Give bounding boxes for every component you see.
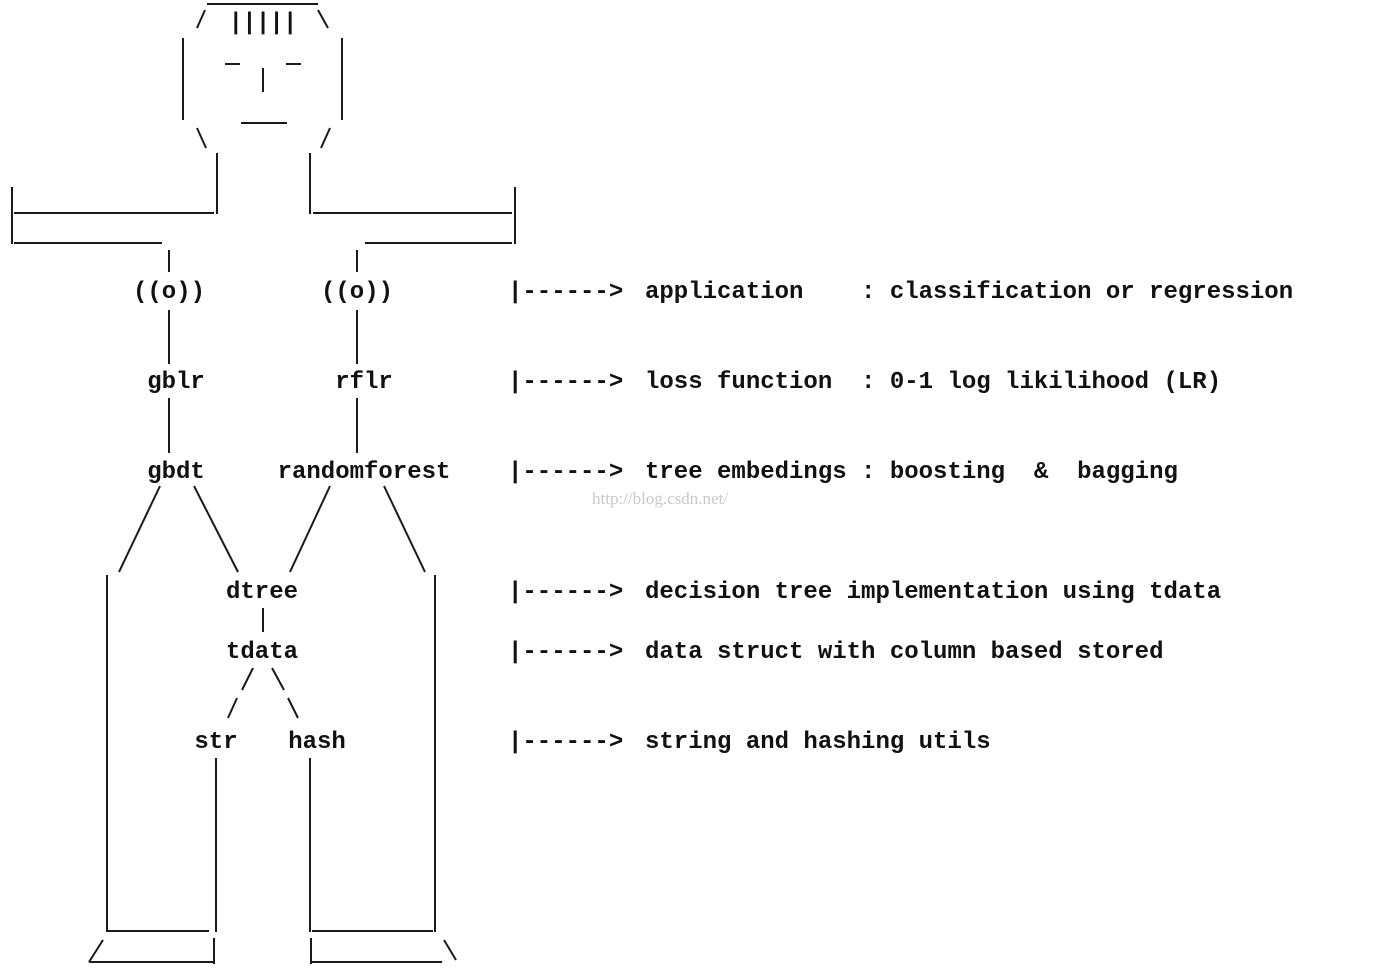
annotation-arrow: |------>	[508, 369, 623, 396]
str-node: str	[194, 729, 237, 756]
annotation-tdata: |------> data struct with column based s…	[508, 639, 1163, 666]
annotation-embedding: |------> tree embedings : boosting & bag…	[508, 459, 1178, 486]
annotation-arrow: |------>	[508, 729, 623, 756]
legs	[88, 575, 457, 964]
left-joint-node: ((o))	[133, 279, 205, 306]
tree-branches	[118, 485, 426, 573]
right-joint-node: ((o))	[321, 279, 393, 306]
annotation-text: string and hashing utils	[645, 729, 991, 756]
watermark: http://blog.csdn.net/	[592, 489, 728, 508]
annotation-text: tree embedings : boosting & bagging	[645, 459, 1178, 486]
gblr-node: gblr	[147, 369, 205, 396]
randomforest-node: randomforest	[278, 459, 451, 486]
inner-legs	[215, 758, 311, 932]
annotation-utils: |------> string and hashing utils	[508, 729, 991, 756]
hash-node: hash	[288, 729, 346, 756]
neck-and-arms	[11, 153, 516, 244]
annotation-arrow: |------>	[508, 639, 623, 666]
gbdt-node: gbdt	[147, 459, 205, 486]
head	[182, 3, 343, 149]
dtree-node: dtree	[226, 579, 298, 606]
annotation-text: loss function : 0-1 log likilihood (LR)	[645, 369, 1221, 396]
annotation-text: data struct with column based stored	[645, 639, 1163, 666]
annotation-arrow: |------>	[508, 579, 623, 606]
annotation-arrow: |------>	[508, 279, 623, 306]
tdata-branches	[227, 667, 299, 719]
annotation-arrow: |------>	[508, 459, 623, 486]
annotation-text: decision tree implementation using tdata	[645, 579, 1221, 606]
rflr-node: rflr	[335, 369, 393, 396]
annotation-text: application : classification or regressi…	[645, 279, 1293, 306]
tdata-node: tdata	[226, 639, 298, 666]
annotation-application: |------> application : classification or…	[508, 279, 1293, 306]
annotation-dtree: |------> decision tree implementation us…	[508, 579, 1221, 606]
annotation-loss: |------> loss function : 0-1 log likilih…	[508, 369, 1221, 396]
hair: |||||	[229, 10, 297, 37]
